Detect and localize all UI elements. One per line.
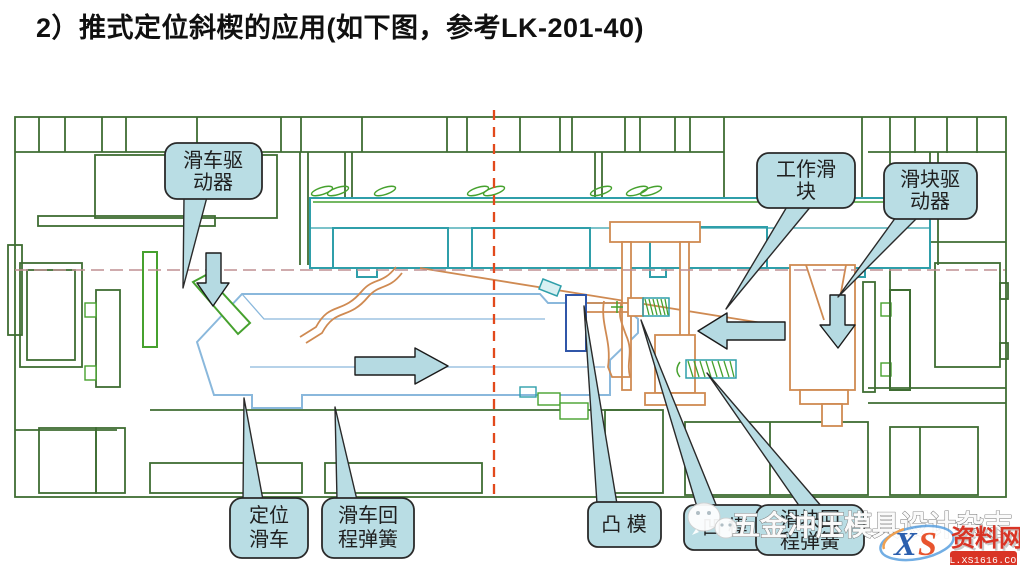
svg-text:滑块回: 滑块回 <box>780 508 840 531</box>
arrow-left-icon <box>697 312 786 350</box>
svg-text:动器: 动器 <box>193 171 233 194</box>
svg-text:定位: 定位 <box>249 504 289 527</box>
formed-part-profile <box>299 266 763 344</box>
spring-slide-block-return <box>676 359 737 379</box>
svg-text:工作滑: 工作滑 <box>776 158 836 181</box>
callouts: 滑车驱 动器 工作滑 块 滑块驱 动器 定位 滑车 滑车回 程弹簧 <box>164 142 978 559</box>
arrow-down-right-icon <box>819 294 856 349</box>
spring-working-slide <box>642 297 670 317</box>
svg-text:凸 模: 凸 模 <box>601 513 647 536</box>
logo-s: S <box>918 526 937 563</box>
callout-positioning-slide-car: 定位 滑车 <box>229 497 309 559</box>
arrow-down-left-icon <box>196 252 230 307</box>
svg-text:滑车驱: 滑车驱 <box>183 149 243 172</box>
svg-text:滑车回: 滑车回 <box>338 504 398 527</box>
wechat-icon <box>687 502 738 539</box>
logo-site-name: 资料网 <box>951 525 1020 552</box>
callout-slide-block-driver: 滑块驱 动器 <box>883 162 978 220</box>
arrow-right-icon <box>354 347 449 385</box>
punch-part <box>519 278 623 398</box>
site-logo: X S 资料网 资料网 ZL.XS1616.COM <box>879 524 1020 565</box>
svg-text:块: 块 <box>796 180 816 203</box>
callout-slide-block-return-spring: 滑块回 程弹簧 <box>755 504 865 556</box>
callout-tails <box>182 196 919 508</box>
centerlines <box>15 110 1005 500</box>
svg-text:滑车: 滑车 <box>249 528 289 551</box>
screw-icons <box>310 185 834 197</box>
motion-arrows <box>196 252 856 385</box>
svg-text:程弹簧: 程弹簧 <box>338 528 398 551</box>
svg-text:程弹簧: 程弹簧 <box>780 530 840 553</box>
svg-text:资料网: 资料网 <box>953 527 1020 554</box>
watermark: 五金冲压模具设计杂志 X S 资料网 资料网 ZL.XS1616.COM <box>687 502 1020 565</box>
die-section-diagram: 滑车驱 动器 工作滑 块 滑块驱 动器 定位 滑车 滑车回 程弹簧 <box>7 110 1020 565</box>
logo-x: X <box>893 526 918 563</box>
callout-slide-car-return-spring: 滑车回 程弹簧 <box>321 497 415 559</box>
svg-text:动器: 动器 <box>910 190 950 213</box>
logo-domain: ZL.XS1616.COM <box>943 555 1020 565</box>
callout-punch: 凸 模 <box>587 501 662 548</box>
callout-slide-car-driver: 滑车驱 动器 <box>164 142 263 200</box>
page-title: 2）推式定位斜楔的应用(如下图，参考LK-201-40) <box>36 13 645 43</box>
callout-working-slide: 工作滑 块 <box>756 152 856 209</box>
svg-text:滑块驱: 滑块驱 <box>900 168 960 191</box>
watermark-brand-text: 五金冲压模具设计杂志 <box>732 509 1012 541</box>
